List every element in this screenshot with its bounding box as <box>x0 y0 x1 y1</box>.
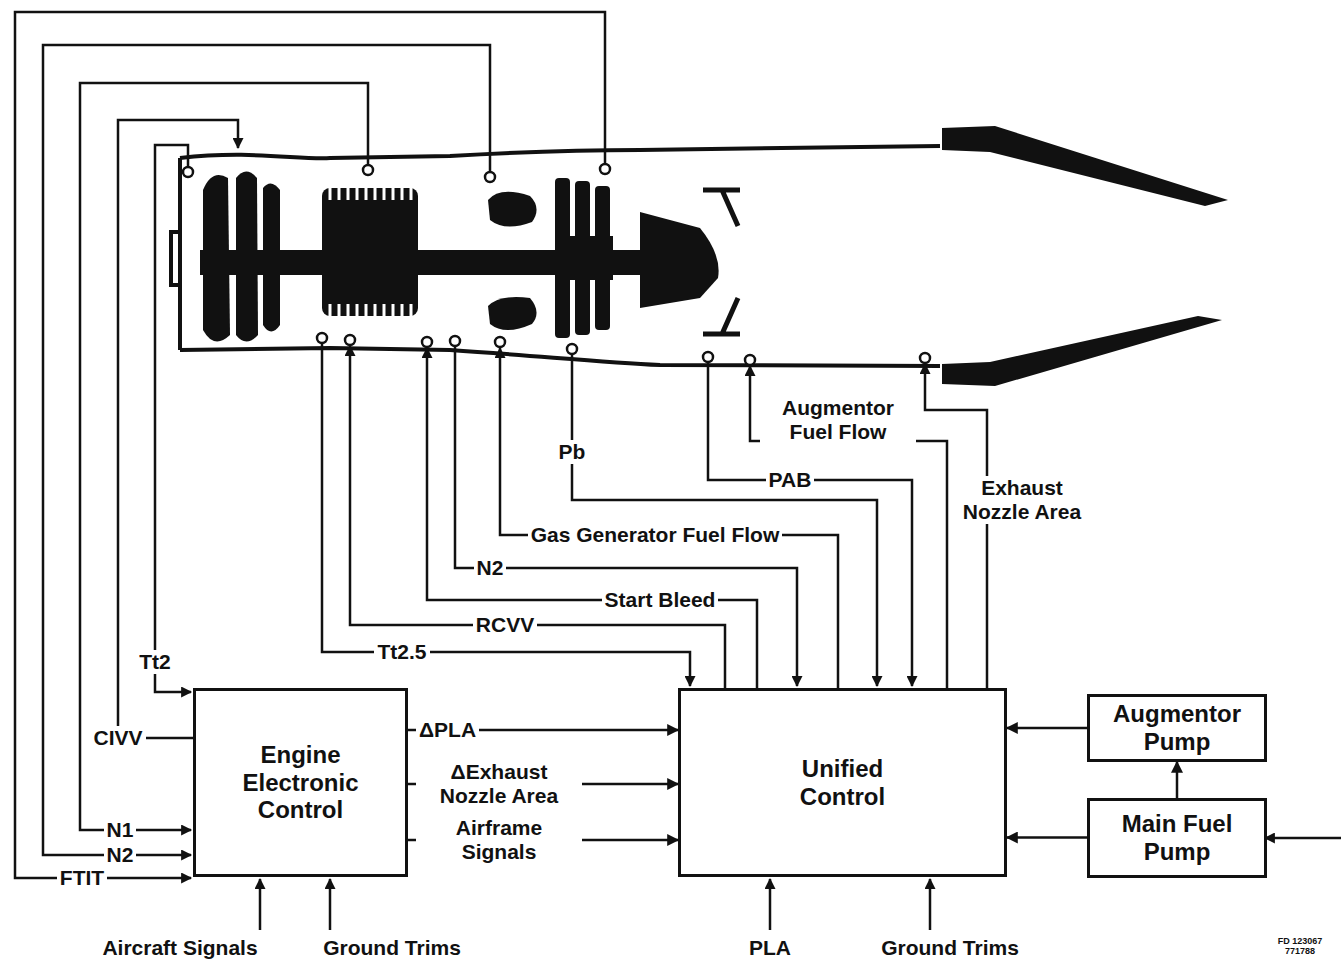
connector-label: ΔExhaust Nozzle Area <box>416 760 582 807</box>
connector-label: ΔPLA <box>416 718 479 742</box>
signal-label: Tt2.5 <box>374 640 429 664</box>
compressor-drum <box>322 188 418 316</box>
inlet-face <box>178 158 182 350</box>
signal-wire <box>322 343 690 686</box>
signal-wire <box>925 364 987 688</box>
turbine-hub <box>555 236 613 280</box>
flameholder <box>703 190 740 226</box>
signal-label: Exhaust Nozzle Area <box>957 476 1088 523</box>
exhaust-nozzle <box>942 126 1228 386</box>
signal-label: N2 <box>474 556 507 580</box>
sensor-port <box>567 344 577 354</box>
compressor-stages <box>330 188 411 316</box>
signal-label: Pb <box>556 440 589 464</box>
signal-wire <box>1265 837 1341 840</box>
signal-label: PLA <box>746 936 794 960</box>
casing-top <box>180 146 940 158</box>
sensor-port <box>183 167 193 177</box>
flameholders <box>703 190 740 334</box>
signal-label: RCVV <box>473 613 537 637</box>
signal-wire <box>155 145 191 692</box>
pump-box: Main Fuel Pump <box>1087 798 1267 878</box>
signal-wire <box>455 346 797 686</box>
signal-wire <box>118 120 238 738</box>
flameholder <box>703 298 740 334</box>
stage-gaps <box>330 304 411 316</box>
box-label: Augmentor Pump <box>1097 700 1257 755</box>
signal-label: Augmentor Fuel Flow <box>760 396 916 443</box>
box-label: Unified Control <box>783 755 903 810</box>
sensor-port <box>495 337 505 347</box>
sensor-port <box>317 333 327 343</box>
signal-label: FTIT <box>57 866 107 890</box>
turbine <box>555 178 719 338</box>
sensor-port <box>345 335 355 345</box>
nozzle-flap <box>942 126 1228 206</box>
fan <box>200 172 645 342</box>
control-box: Unified Control <box>678 688 1007 877</box>
sensor-port <box>920 353 930 363</box>
casing-bottom <box>180 348 940 366</box>
signal-label: Ground Trims <box>320 936 464 960</box>
signal-wire <box>769 879 772 930</box>
signal-wire <box>929 879 932 930</box>
signal-connector <box>1007 836 1087 839</box>
signal-label: N1 <box>104 818 137 842</box>
connector-label: Airframe Signals <box>416 816 582 863</box>
signal-wires <box>15 12 1341 930</box>
inlet-hub <box>171 232 180 285</box>
signal-wire <box>259 879 262 930</box>
combustor <box>488 192 537 330</box>
sensor-port <box>363 165 373 175</box>
signal-wire <box>15 12 605 878</box>
sensor-port <box>745 355 755 365</box>
control-box: Engine Electronic Control <box>193 688 408 877</box>
sensor-ports <box>183 164 930 365</box>
signal-label: Ground Trims <box>878 936 1022 960</box>
sensor-port <box>450 336 460 346</box>
box-label: Engine Electronic Control <box>226 741 376 824</box>
stage-gaps <box>330 188 411 200</box>
signal-label: CIVV <box>90 726 145 750</box>
signal-label: N2 <box>104 843 137 867</box>
signal-label: Gas Generator Fuel Flow <box>528 523 783 547</box>
sensor-port <box>422 337 432 347</box>
signal-wire <box>350 346 725 688</box>
nozzle-flap <box>942 316 1222 386</box>
sensor-port <box>485 172 495 182</box>
compressor <box>322 188 418 316</box>
sensor-port <box>703 352 713 362</box>
pump-box: Augmentor Pump <box>1087 694 1267 762</box>
signal-wire <box>329 879 332 930</box>
signal-connector <box>1176 762 1179 798</box>
combustor-can <box>488 297 537 330</box>
signal-connector <box>1007 727 1087 730</box>
signal-label: PAB <box>766 468 815 492</box>
figure-code: FD 123067 771788 <box>1262 936 1338 956</box>
combustor-can <box>488 192 537 227</box>
signal-label: Start Bleed <box>602 588 719 612</box>
sensor-port <box>600 164 610 174</box>
signal-label: Tt2 <box>136 650 174 674</box>
box-label: Main Fuel Pump <box>1097 810 1257 865</box>
tail-cone <box>640 212 719 308</box>
signal-label: Aircraft Signals <box>99 936 260 960</box>
engine-casing <box>171 146 940 366</box>
